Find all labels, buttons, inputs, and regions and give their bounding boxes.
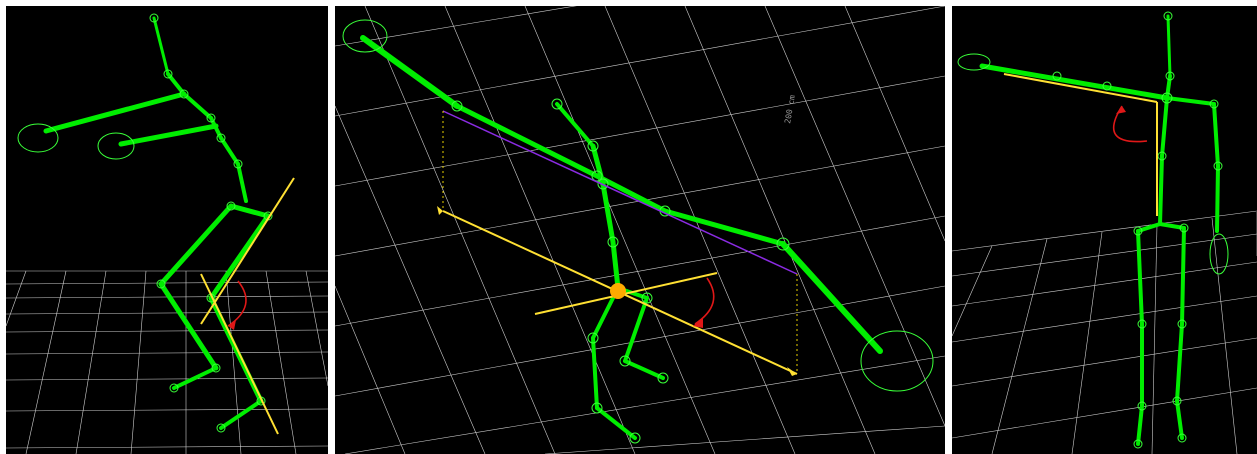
viewport-left-canvas xyxy=(6,13,328,454)
angle-overlay xyxy=(1003,73,1158,216)
skeleton xyxy=(957,11,1229,449)
viewport-left[interactable] xyxy=(6,6,328,454)
skeleton xyxy=(342,19,934,444)
angle-overlay xyxy=(437,110,798,376)
grid-scale-label: 200 cm xyxy=(783,94,797,124)
pelvis-marker xyxy=(610,283,626,299)
viewport-right-canvas xyxy=(952,11,1257,454)
viewport-center[interactable]: 200 cm xyxy=(335,6,945,454)
viewport-right[interactable] xyxy=(952,6,1257,454)
floor-grid xyxy=(6,270,328,454)
angle-overlay xyxy=(200,177,295,435)
floor-grid xyxy=(335,6,945,454)
shoulder-line xyxy=(442,110,798,275)
floor-grid xyxy=(952,210,1257,454)
viewport-center-canvas: 200 cm xyxy=(335,6,945,454)
skeleton xyxy=(17,13,273,433)
